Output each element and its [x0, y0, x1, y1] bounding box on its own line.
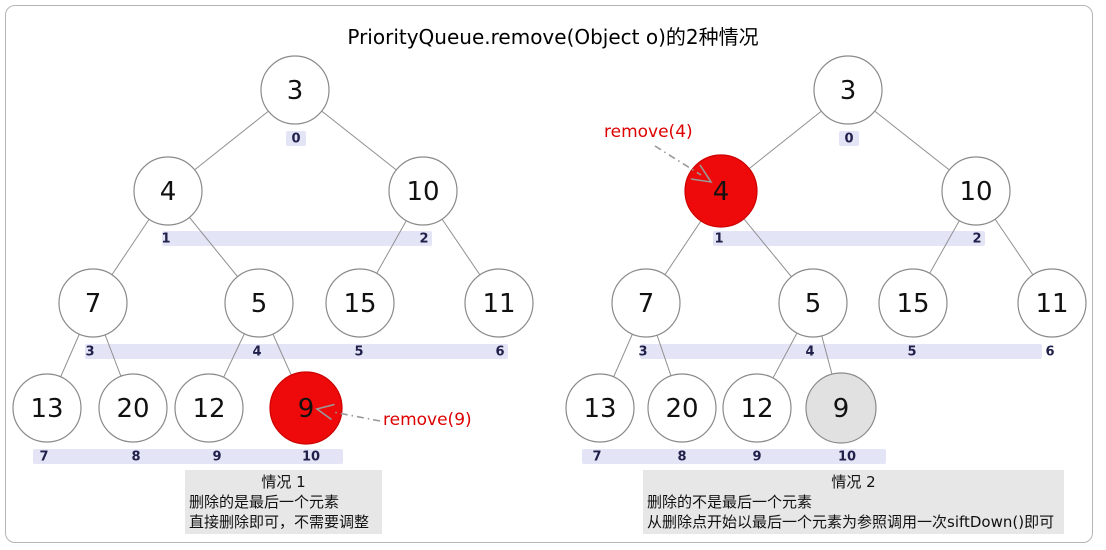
- heap-node-case2-idx0: [813, 55, 883, 125]
- index-label: 1: [714, 232, 723, 247]
- heap-node-value: 4: [713, 177, 730, 207]
- heap-node-value: 7: [638, 289, 655, 319]
- heap-node-value: 12: [192, 394, 225, 424]
- remove-arrow-head: [690, 164, 713, 184]
- heap-node-value: 20: [116, 394, 149, 424]
- heap-node-value: 15: [896, 289, 929, 319]
- index-label: 7: [592, 450, 601, 465]
- heap-node-value: 9: [833, 394, 850, 424]
- heap-node-value: 13: [30, 394, 63, 424]
- case2-caption-line-2: 从删除点开始以最后一个元素为参照调用一次siftDown()即可: [647, 513, 1055, 531]
- index-label: 9: [752, 450, 761, 465]
- heap-node-case1-idx8: [98, 373, 168, 443]
- heap-node-case1-idx9: [174, 373, 244, 443]
- case1-caption-title: 情况 1: [261, 473, 306, 491]
- case2-caption-title: 情况 2: [831, 473, 876, 491]
- remove-9-label: remove(9): [383, 410, 472, 430]
- heap-node-case2-idx4: [778, 268, 848, 338]
- heap-node-value: 12: [740, 394, 773, 424]
- index-bar: [839, 131, 859, 146]
- outer-border: [5, 5, 1093, 543]
- heap-node-case2-idx2: [941, 156, 1011, 226]
- heap-node-value: 15: [343, 289, 376, 319]
- index-bar: [85, 344, 508, 359]
- heap-node-case1-idx4: [224, 268, 294, 338]
- heap-node-case1-idx2: [388, 156, 458, 226]
- index-label: 10: [302, 450, 320, 465]
- index-label: 8: [677, 450, 686, 465]
- index-label: 8: [131, 450, 140, 465]
- index-label: 1: [161, 232, 170, 247]
- index-bar: [33, 449, 343, 464]
- heap-node-case2-idx6: [1017, 268, 1087, 338]
- heap-node-value: 5: [251, 289, 268, 319]
- remove-4-label: remove(4): [604, 122, 693, 142]
- heap-node-value: 11: [482, 289, 515, 319]
- case1-caption-box: 情况 1 删除的是最后一个元素 直接删除即可，不需要调整: [185, 470, 382, 534]
- heap-node-value: 3: [287, 76, 304, 106]
- index-label: 3: [638, 345, 647, 360]
- heap-node-value: 5: [805, 289, 822, 319]
- remove-arrow-line: [654, 145, 702, 176]
- case1-caption-line-1: 删除的是最后一个元素: [189, 493, 340, 511]
- case1-caption-line-2: 直接删除即可，不需要调整: [189, 513, 370, 531]
- heap-node-value: 10: [959, 177, 992, 207]
- index-label: 0: [844, 132, 853, 147]
- index-label: 2: [972, 232, 981, 247]
- heap-node-case1-idx1: [133, 156, 203, 226]
- heap-node-value: 20: [665, 394, 698, 424]
- heap-node-case2-idx10: [805, 372, 877, 444]
- heap-node-case1-idx3: [58, 268, 128, 338]
- remove-arrow-head: [315, 403, 335, 421]
- index-label: 4: [805, 345, 814, 360]
- index-label: 6: [495, 345, 504, 360]
- index-label: 2: [419, 232, 428, 247]
- index-bar: [713, 231, 985, 246]
- index-label: 3: [85, 345, 94, 360]
- heap-node-value: 13: [583, 394, 616, 424]
- heap-node-case2-idx7: [565, 373, 635, 443]
- index-bar: [640, 344, 1042, 359]
- heap-node-case2-idx3: [611, 268, 681, 338]
- heap-node-case1-idx6: [464, 268, 534, 338]
- heap-node-value: 10: [406, 177, 439, 207]
- heap-node-value: 3: [840, 76, 857, 106]
- heap-node-case2-idx9: [722, 373, 792, 443]
- index-bar: [162, 231, 432, 246]
- index-label: 7: [39, 450, 48, 465]
- heap-node-case1-idx0: [260, 55, 330, 125]
- heap-node-case1-idx10: [269, 371, 343, 445]
- index-label: 9: [212, 450, 221, 465]
- remove-arrow-line: [332, 411, 381, 422]
- diagram-title: PriorityQueue.remove(Object o)的2种情况: [347, 25, 759, 49]
- index-label: 4: [252, 345, 261, 360]
- heap-node-case1-idx7: [12, 373, 82, 443]
- heap-node-case1-idx5: [325, 268, 395, 338]
- heap-node-value: 4: [160, 177, 177, 207]
- index-label: 0: [291, 132, 300, 147]
- case2-caption-line-1: 删除的不是最后一个元素: [647, 493, 813, 511]
- index-label: 10: [838, 450, 856, 465]
- index-label: 5: [907, 345, 916, 360]
- heap-node-value: 7: [85, 289, 102, 319]
- heap-node-case2-idx1: [684, 154, 758, 228]
- index-bar: [286, 131, 306, 146]
- index-label: 5: [354, 345, 363, 360]
- case2-caption-box: 情况 2 删除的不是最后一个元素 从删除点开始以最后一个元素为参照调用一次sif…: [643, 470, 1064, 534]
- index-bar: [582, 449, 886, 464]
- heap-node-case2-idx5: [878, 268, 948, 338]
- heap-node-value: 11: [1035, 289, 1068, 319]
- index-label: 6: [1045, 345, 1054, 360]
- heap-node-value: 9: [298, 394, 315, 424]
- heap-node-case2-idx8: [647, 373, 717, 443]
